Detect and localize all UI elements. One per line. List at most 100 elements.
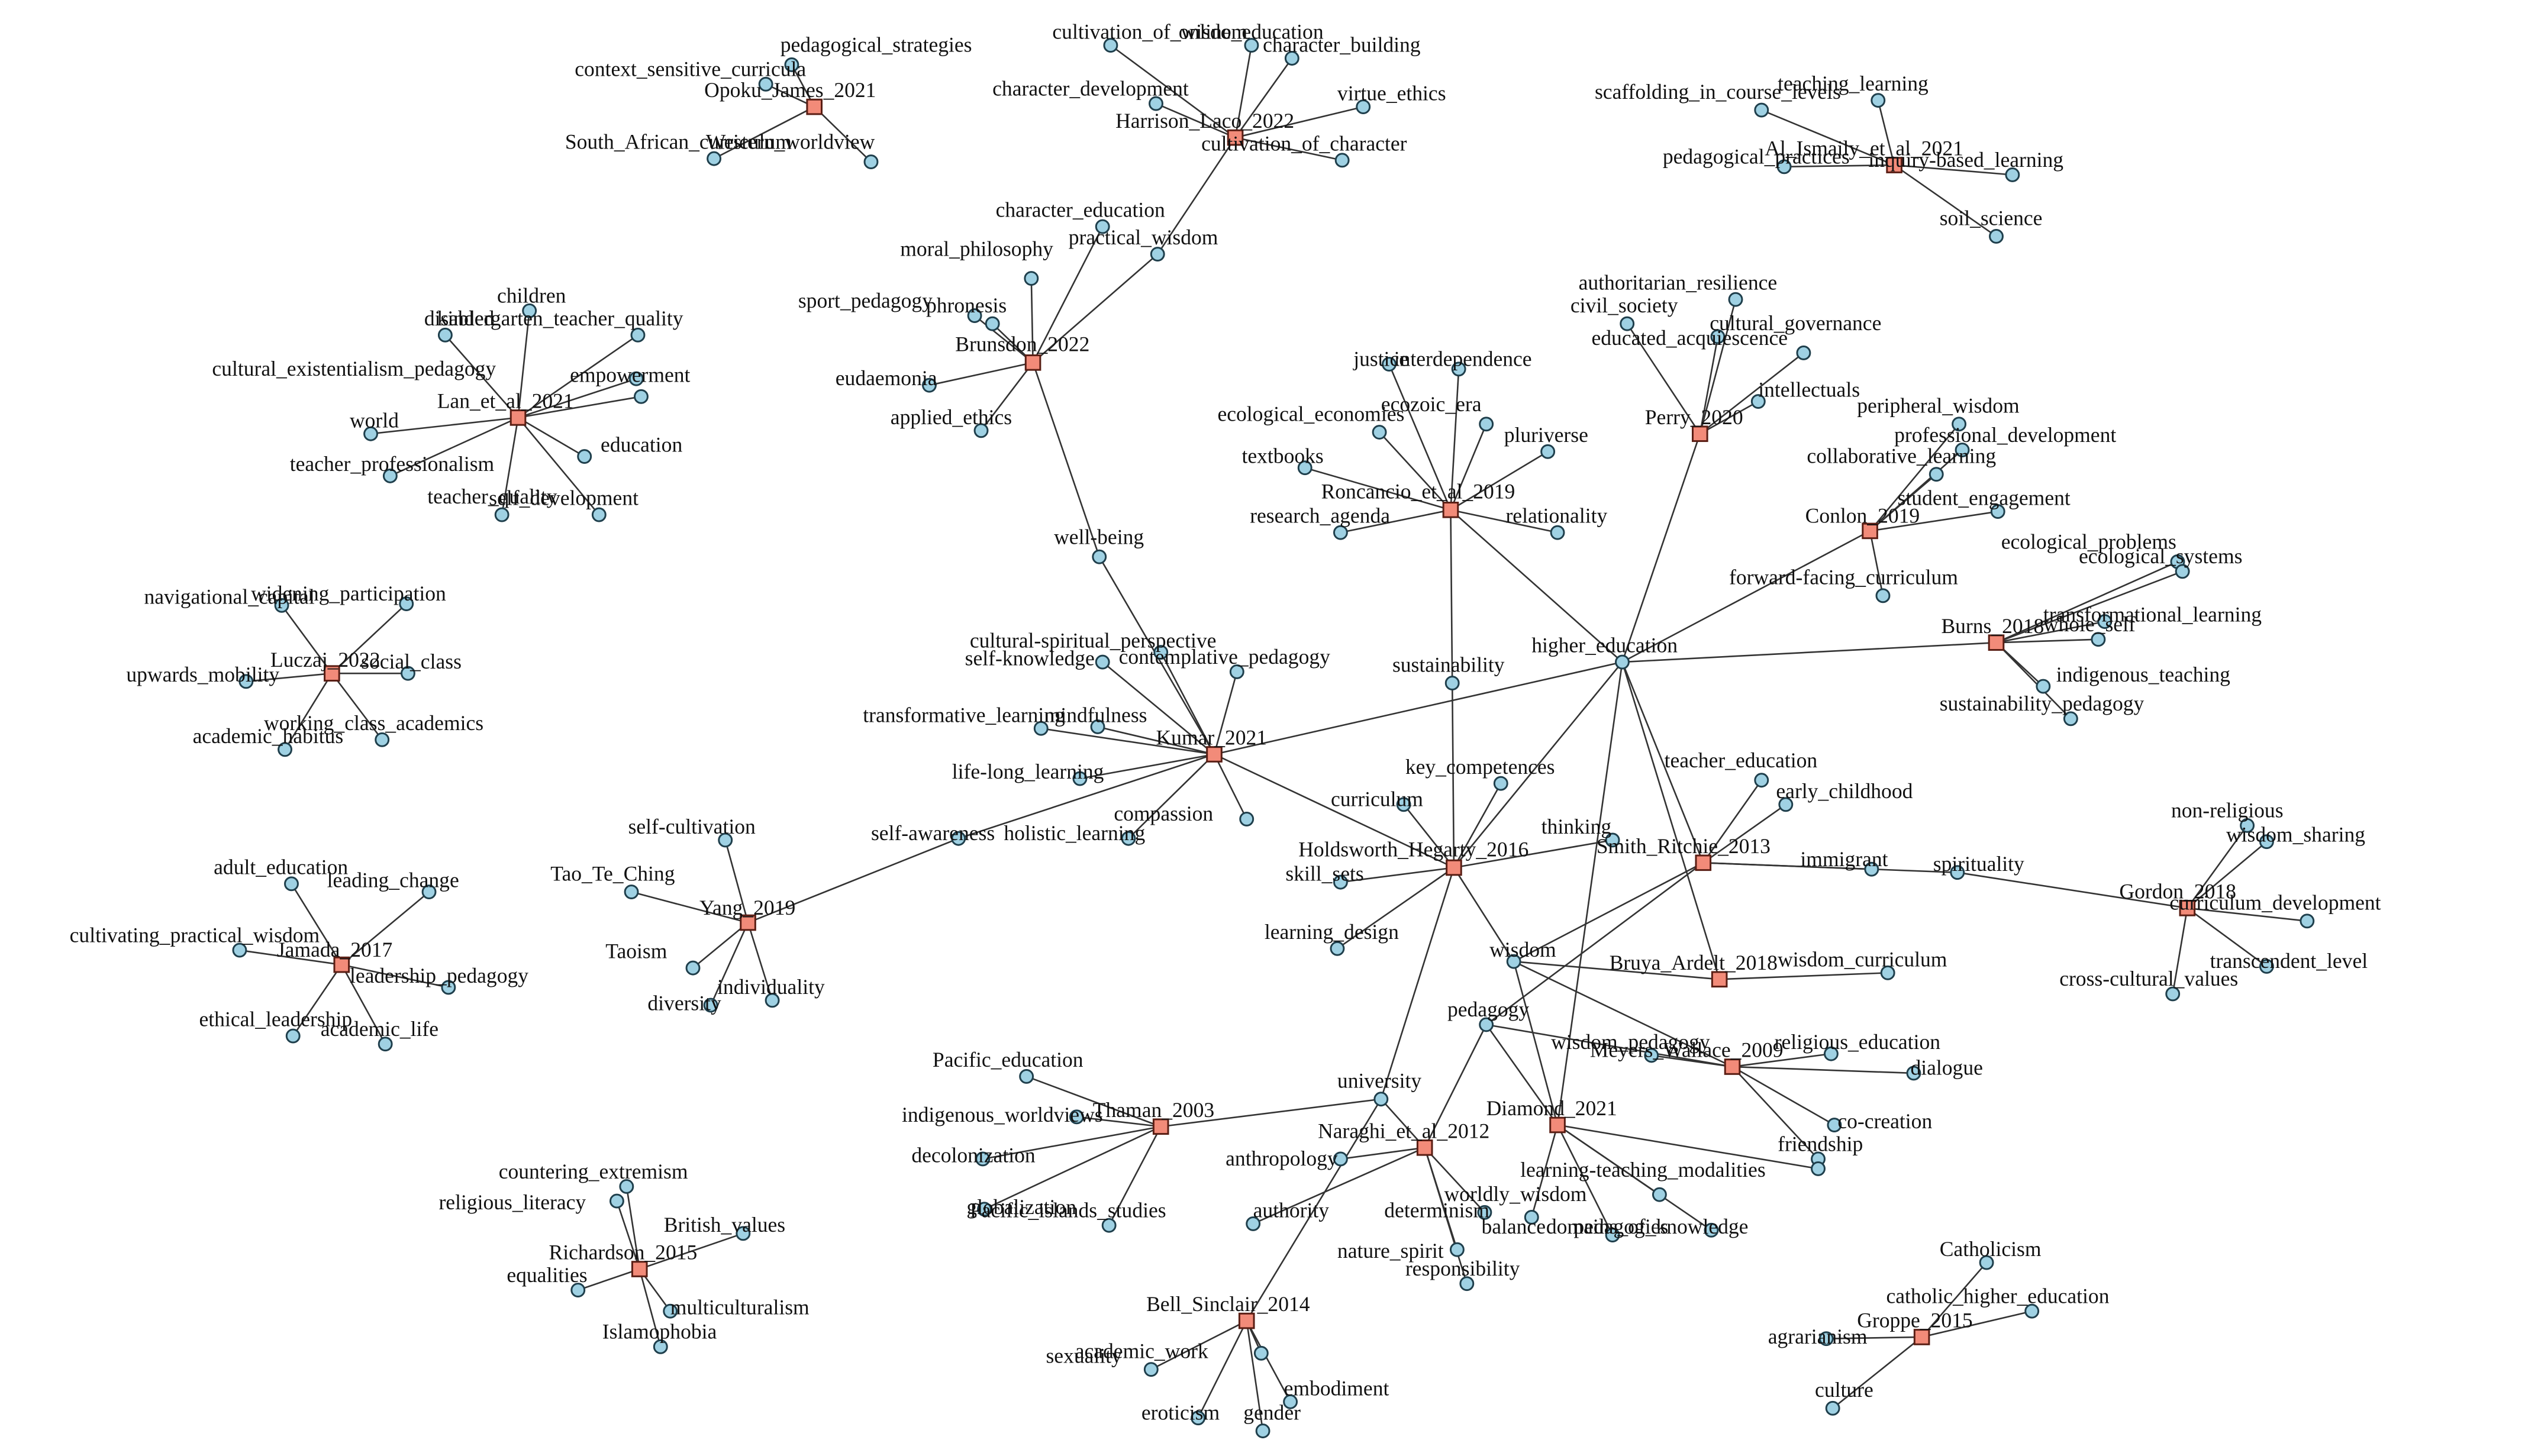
concept-node-authoritarian_resilience (1728, 292, 1743, 307)
concept-label-professional_development: professional_development (1894, 423, 2116, 447)
edge-Bell_Sinclair_2014-sexuality (1150, 1320, 1247, 1370)
concept-label-decolonization: decolonization (911, 1143, 1035, 1167)
concept-node-diversity (703, 997, 718, 1013)
paper-node-Diamond_2021 (1549, 1116, 1566, 1134)
edge-Holdsworth_Hegarty_2016-wisdom (1453, 867, 1515, 962)
concept-node-kindergarten_teacher_quality (630, 327, 646, 343)
concept-node-compassion (1239, 811, 1255, 827)
concept-label-key_competences: key_competences (1405, 755, 1555, 779)
edge-Luczaj_2022-widening_participation (331, 603, 407, 674)
edge-Harrison_Laco_2022-online_education (1234, 45, 1253, 138)
concept-node-character_education (1095, 219, 1110, 234)
concept-node-Western_worldview (863, 154, 879, 170)
edge-Luczaj_2022-navigational_capital (281, 605, 333, 674)
edge-Al_Ismaily_et_al_2021-scaffolding_in_course_levels (1761, 109, 1895, 166)
edge-Diamond_2021-pedagogy (1485, 1024, 1559, 1126)
edge-Harrison_Laco_2022-virtue_ethics (1235, 106, 1364, 138)
concept-label-justice: justice (1352, 347, 1408, 370)
concept-label-pedagogical_practices: pedagogical_practices (1663, 144, 1850, 168)
edge-Meyers_Wallace_2009-wisdom (1513, 961, 1733, 1068)
paper-label-Naraghi_et_al_2012: Naraghi_et_al_2012 (1318, 1119, 1489, 1142)
edge-Jamada_2017-leading_change (341, 891, 430, 966)
concept-label-contemplative_pedagogy: contemplative_pedagogy (1119, 645, 1331, 669)
concept-node-wisdom_pedagogy (1644, 1048, 1659, 1063)
concept-node-thinking (1605, 832, 1620, 848)
concept-label-sexuality: sexuality (1046, 1344, 1122, 1368)
concept-label-responsibility: responsibility (1405, 1257, 1520, 1280)
edge-Lan_et_al_2021-world (370, 417, 518, 435)
paper-label-Burns_2018: Burns_2018 (1941, 614, 2044, 638)
edge-Brunsdon_2022-applied_ethics (980, 362, 1034, 431)
edge-Kumar_2021-compassion (1213, 754, 1247, 819)
paper-label-Bell_Sinclair_2014: Bell_Sinclair_2014 (1146, 1292, 1310, 1316)
concept-label-indigenous_worldviews: indigenous_worldviews (902, 1103, 1103, 1126)
concept-node-mindfulness (1090, 719, 1105, 734)
concept-node-contemplative_pedagogy (1229, 664, 1244, 679)
paper-label-Kumar_2021: Kumar_2021 (1156, 726, 1268, 750)
edge-Smith_Ritchie_2013-pedagogy (1485, 862, 1704, 1025)
edge-Burns_2018-sustainability_pedagogy (1995, 642, 2072, 719)
edge-Thaman_2003-indigenous_worldviews (1076, 1116, 1161, 1128)
concept-node-pedagogies (1605, 1228, 1620, 1243)
edge-Meyers_Wallace_2009-pedagogy (1486, 1024, 1733, 1068)
edge-Bell_Sinclair_2014-university (1246, 1099, 1382, 1322)
concept-label-whole_self: whole_self (2043, 612, 2136, 636)
edge-Jamada_2017-ethical_leadership (292, 964, 343, 1037)
concept-node-forward-facing_curriculum (1875, 588, 1891, 603)
edge-Brunsdon_2022-character_education (1032, 226, 1104, 363)
edge-Yang_2019-Taoism (692, 922, 749, 969)
concept-node-responsibility (1459, 1276, 1475, 1292)
edge-Holdsworth_Hegarty_2016-learning_design (1337, 867, 1455, 950)
paper-label-Harrison_Laco_2022: Harrison_Laco_2022 (1115, 109, 1294, 133)
concept-node-educated_acquiescence (1796, 346, 1811, 360)
edge-Richardson_2015-countering_extremism (625, 1186, 641, 1270)
concept-node-character_building (1284, 51, 1299, 66)
concept-label-immigrant: immigrant (1800, 847, 1888, 871)
concept-label-pluriverse: pluriverse (1504, 423, 1588, 447)
edge-Kumar_2021-holistic_learning (1128, 754, 1215, 840)
concept-label-social_class: social_class (361, 650, 462, 673)
edge-Conlon_2019-higher_education (1621, 530, 1871, 663)
concept-node-cultivation_of_character (1334, 153, 1350, 168)
concept-label-sustainability_pedagogy: sustainability_pedagogy (1940, 692, 2145, 715)
concept-node-immigrant (1864, 861, 1879, 877)
concept-node-cultivation_of_wisdom (1103, 38, 1118, 53)
edge-Naraghi_et_al_2012-responsibility (1424, 1147, 1468, 1284)
concept-label-globalization: globalization (966, 1195, 1076, 1219)
concept-label-indigenous_teaching: indigenous_teaching (2056, 663, 2230, 686)
concept-node-inquiry-based_learning (2005, 167, 2020, 182)
edge-Roncancio_et_al_2019-justice (1388, 364, 1452, 511)
paper-node-Bruya_Ardelt_2018 (1711, 971, 1728, 988)
concept-label-student_engagement: student_engagement (1898, 486, 2071, 510)
edge-Thaman_2003-university (1160, 1098, 1381, 1128)
edge-Gordon_2018-non-religious (2187, 825, 2248, 909)
paper-label-Thaman_2003: Thaman_2003 (1093, 1098, 1214, 1122)
paper-node-Bell_Sinclair_2014 (1238, 1312, 1255, 1329)
paper-node-Thaman_2003 (1152, 1118, 1169, 1135)
edge-Diamond_2021-pedagogies (1556, 1124, 1614, 1236)
edge-Kumar_2021-higher_education (1214, 661, 1623, 756)
concept-label-academic_life: academic_life (321, 1017, 438, 1041)
edge-Groppe_2015-Catholicism (1921, 1262, 1988, 1338)
concept-node-eroticism (1191, 1410, 1206, 1426)
concept-label-virtue_ethics: virtue_ethics (1337, 82, 1446, 105)
concept-node-scaffolding_in_course_levels (1754, 102, 1769, 118)
concept-label-agrarianism: agrarianism (1768, 1325, 1868, 1348)
concept-node-sustainability (1444, 676, 1460, 691)
edge-Bruya_Ardelt_2018-higher_education (1621, 661, 1720, 980)
edge-Harrison_Laco_2022-practical_wisdom (1157, 137, 1236, 255)
edge-Bell_Sinclair_2014-embodiment (1246, 1320, 1291, 1402)
concept-node-adult_education (284, 876, 299, 892)
concept-node-ecological_economies (1372, 425, 1387, 440)
concept-node-spirituality (1950, 865, 1965, 880)
edge-Holdsworth_Hegarty_2016-skill_sets (1340, 867, 1455, 883)
concept-label-sport_pedagogy: sport_pedagogy (798, 289, 933, 312)
concept-node-student_engagement (1990, 504, 2005, 519)
edge-Kumar_2021-transformative_learning (1041, 727, 1215, 756)
concept-label-teacher_quality: teacher_quality (427, 485, 557, 508)
concept-node-cultural_governance (1710, 329, 1726, 344)
edge-Bell_Sinclair_2014-gender (1246, 1321, 1264, 1431)
concept-node-widening_participation (399, 596, 414, 611)
edge-Roncancio_et_al_2019-higher_education (1450, 509, 1623, 663)
concept-node-children (522, 303, 537, 318)
